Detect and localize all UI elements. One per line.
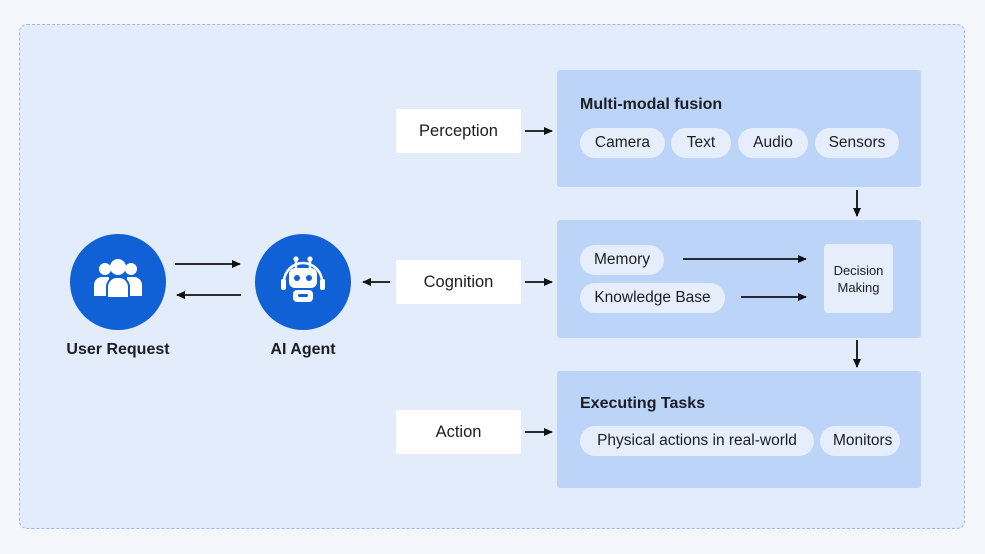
ai-agent-node bbox=[255, 234, 351, 330]
chip-knowledge-base: Knowledge Base bbox=[580, 283, 725, 313]
ai-agent-caption: AI Agent bbox=[270, 341, 336, 358]
users-group-icon bbox=[92, 258, 144, 307]
user-request-node bbox=[70, 234, 166, 330]
action-panel-title: Executing Tasks bbox=[580, 395, 706, 412]
chip-camera: Camera bbox=[580, 128, 665, 158]
decision-making-box: Decision Making bbox=[824, 244, 893, 313]
decision-line-1: Decision bbox=[833, 262, 884, 278]
chip-text: Text bbox=[671, 128, 731, 158]
user-request-caption: User Request bbox=[66, 341, 170, 358]
chip-memory: Memory bbox=[580, 245, 664, 275]
robot-icon bbox=[277, 254, 329, 311]
chip-sensors: Sensors bbox=[815, 128, 899, 158]
stage-perception: Perception bbox=[396, 109, 521, 153]
chip-audio: Audio bbox=[738, 128, 808, 158]
chip-physical-actions: Physical actions in real-world bbox=[580, 426, 814, 456]
decision-line-2: Making bbox=[837, 279, 880, 295]
stage-cognition: Cognition bbox=[396, 260, 521, 304]
chip-monitors: Monitors bbox=[820, 426, 900, 456]
perception-panel-title: Multi-modal fusion bbox=[580, 96, 723, 113]
stage-action: Action bbox=[396, 410, 521, 454]
